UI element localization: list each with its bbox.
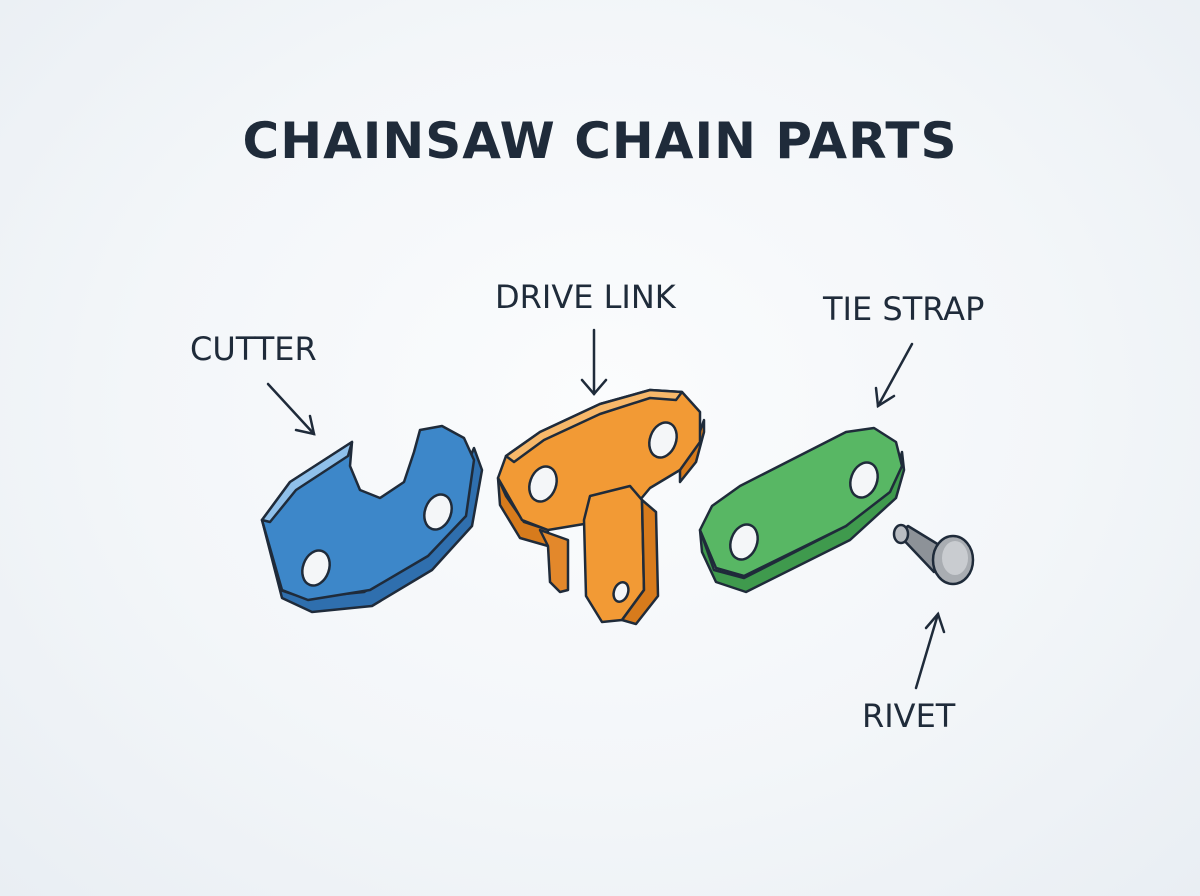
cutter-arrow xyxy=(266,382,316,436)
cutter-part xyxy=(260,424,484,614)
rivet-label: RIVET xyxy=(862,697,956,735)
tie-strap-part xyxy=(698,426,906,594)
rivet-part xyxy=(892,523,975,586)
drive-link-label: DRIVE LINK xyxy=(495,278,676,316)
drive-link-arrow xyxy=(580,328,608,396)
tie-strap-arrow xyxy=(874,342,914,409)
rivet-arrow xyxy=(914,611,946,690)
tie-strap-label: TIE STRAP xyxy=(823,290,985,328)
cutter-label: CUTTER xyxy=(190,330,317,368)
diagram-title: CHAINSAW CHAIN PARTS xyxy=(242,112,958,170)
drive-link-part xyxy=(496,388,706,626)
